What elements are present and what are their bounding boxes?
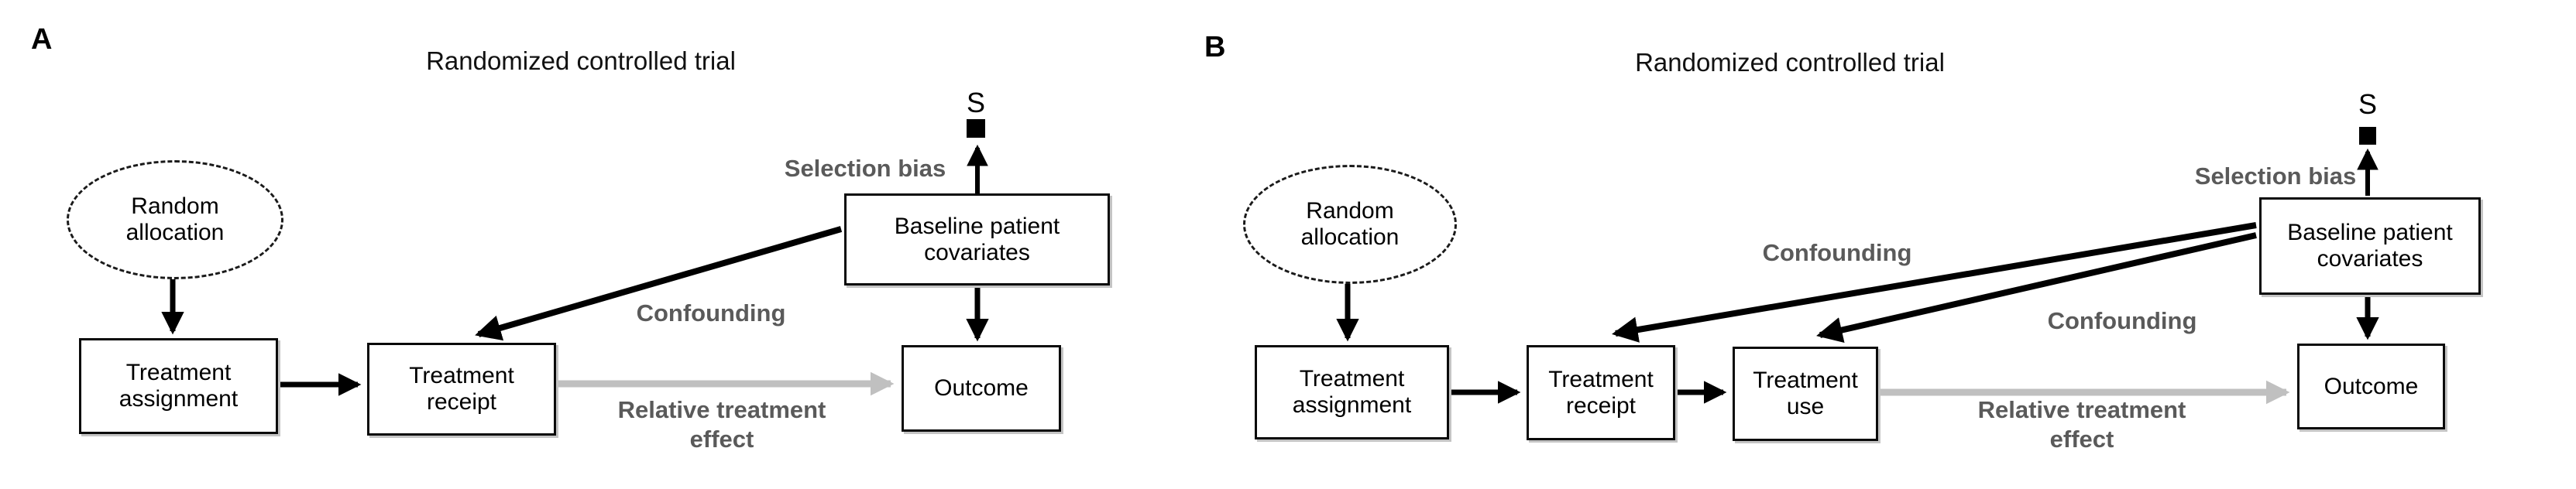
- selection-bias-label: Selection bias: [2194, 162, 2357, 190]
- node-treatment-receipt-label: Treatment receipt: [409, 363, 514, 415]
- node-treatment-assignment-label: Treatment assignment: [118, 360, 239, 412]
- node-treatment-assignment: Treatment assignment: [1255, 345, 1449, 439]
- panel-b-title: Randomized controlled trial: [1635, 48, 1945, 77]
- node-random-allocation-label: Random allocation: [1300, 198, 1400, 250]
- confounding-receipt-label: Confounding: [1762, 239, 1912, 266]
- node-random-allocation-label: Random allocation: [125, 193, 225, 245]
- relative-treatment-effect-label: Relative treatment effect: [1977, 396, 2186, 453]
- node-treatment-assignment: Treatment assignment: [79, 338, 278, 434]
- selection-node-label: S: [2358, 88, 2377, 120]
- panel-a-label: A: [31, 23, 53, 56]
- panel-b-label: B: [1204, 31, 1226, 63]
- confounding-use-label: Confounding: [2047, 307, 2197, 334]
- node-outcome-label: Outcome: [934, 375, 1029, 402]
- node-treatment-receipt: Treatment receipt: [1527, 345, 1675, 440]
- relative-treatment-effect-label: Relative treatment effect: [617, 396, 826, 453]
- node-baseline-covariates-label: Baseline patient covariates: [2287, 220, 2453, 272]
- node-treatment-assignment-label: Treatment assignment: [1292, 366, 1412, 418]
- node-baseline-covariates: Baseline patient covariates: [844, 193, 1110, 286]
- node-treatment-use-label: Treatment use: [1753, 368, 1858, 419]
- node-random-allocation: Random allocation: [1243, 165, 1457, 284]
- node-treatment-receipt: Treatment receipt: [367, 343, 556, 436]
- node-treatment-use: Treatment use: [1733, 347, 1878, 441]
- selection-node-label: S: [966, 87, 985, 118]
- node-outcome: Outcome: [2297, 344, 2445, 429]
- panel-a-title: Randomized controlled trial: [426, 46, 736, 75]
- node-baseline-covariates-label: Baseline patient covariates: [894, 213, 1060, 265]
- node-outcome-label: Outcome: [2324, 373, 2419, 399]
- confounding-label: Confounding: [636, 299, 786, 327]
- selection-node-square-icon: [2359, 127, 2376, 145]
- node-random-allocation: Random allocation: [67, 160, 283, 279]
- node-baseline-covariates: Baseline patient covariates: [2259, 197, 2481, 295]
- node-treatment-receipt-label: Treatment receipt: [1548, 366, 1654, 419]
- selection-bias-label: Selection bias: [784, 155, 946, 182]
- selection-node-square-icon: [967, 119, 985, 138]
- node-outcome: Outcome: [902, 345, 1061, 432]
